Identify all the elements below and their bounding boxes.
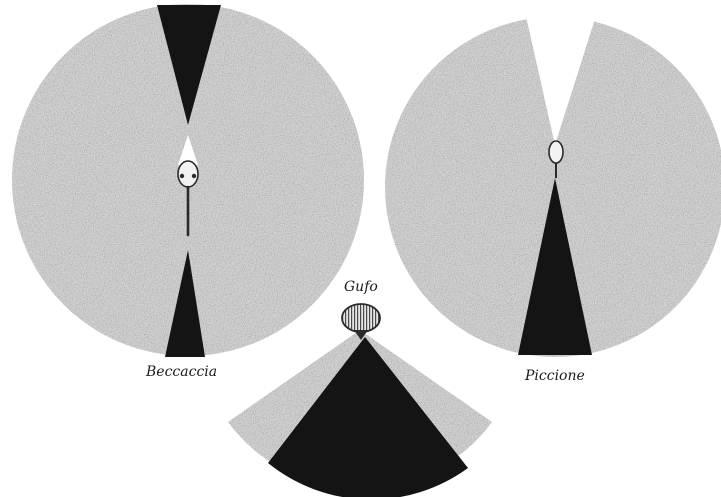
pigeon-head-icon bbox=[549, 141, 563, 163]
woodcock-head-icon bbox=[178, 161, 198, 187]
woodcock-label: Beccaccia bbox=[145, 364, 217, 380]
woodcock-field: Beccaccia bbox=[12, 4, 364, 380]
owl-head-icon bbox=[342, 304, 380, 332]
owl-label: Gufo bbox=[344, 279, 378, 295]
pigeon-label: Piccione bbox=[524, 368, 585, 384]
woodcock-eye-icon bbox=[192, 174, 196, 178]
woodcock-eye-icon bbox=[180, 174, 184, 178]
pigeon-field: Piccione bbox=[385, 3, 721, 384]
